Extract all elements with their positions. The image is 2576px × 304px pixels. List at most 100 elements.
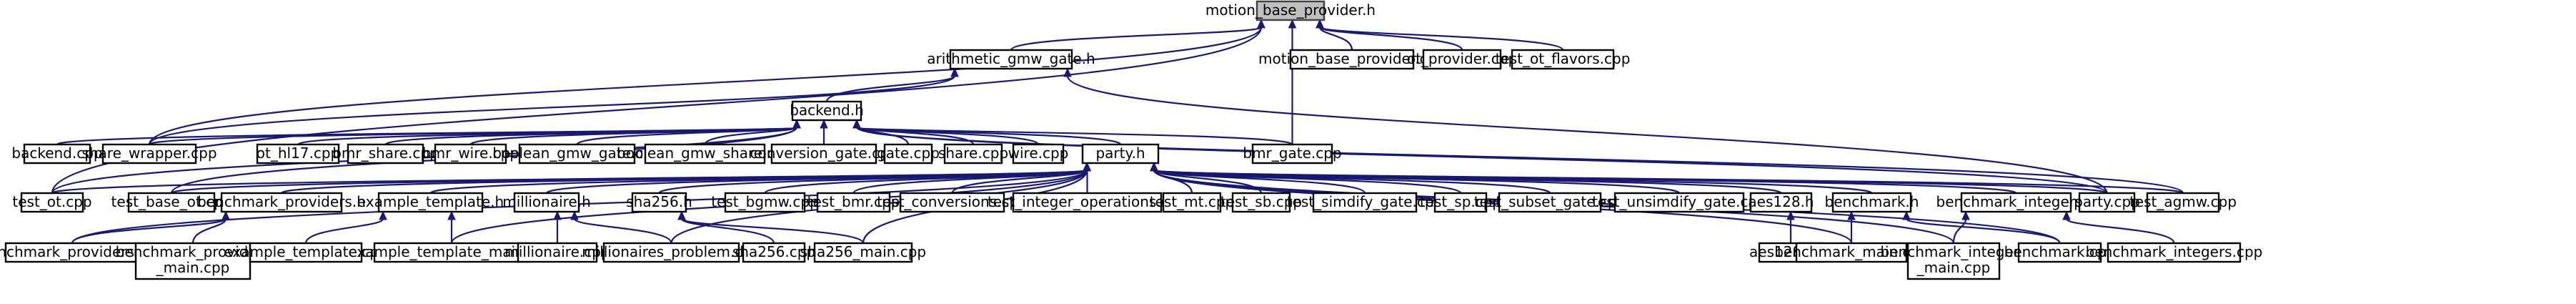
node-box [1498, 192, 1602, 213]
arrowhead [792, 119, 801, 129]
node-partycpp[interactable]: party.cpp [2074, 192, 2140, 213]
edge-mbp-tof [1318, 26, 1564, 52]
node-box [813, 242, 913, 263]
edge-sha-sham [680, 217, 865, 244]
node-box [1831, 192, 1912, 213]
node-bicpp[interactable]: benchmark_integers.cpp [2086, 242, 2263, 263]
node-tmt[interactable]: test_mt.cpp [1150, 192, 1234, 213]
node-box [742, 242, 806, 263]
node-tbmr[interactable]: test_bmr.cpp [807, 192, 900, 213]
node-testot[interactable]: test_ot.cpp [12, 192, 92, 213]
node-bgs[interactable]: boolean_gmw_share.cpp [617, 143, 793, 165]
node-bmrs[interactable]: bmr_share.cpp [332, 143, 439, 165]
node-label: test_simdify_gate.cpp [1287, 193, 1443, 210]
node-tagmw[interactable]: test_agmw.cpp [2129, 192, 2237, 213]
arrowhead [1786, 210, 1795, 220]
node-share[interactable]: share.cpp [938, 143, 1008, 165]
node-box [434, 143, 507, 165]
node-party[interactable]: party.h [1081, 143, 1160, 165]
node-bi[interactable]: benchmark_integers.h [1936, 192, 2097, 213]
node-box [1795, 242, 1908, 263]
node-box [631, 192, 687, 213]
node-otp[interactable]: ot_provider.cpp [1407, 49, 1517, 70]
arrowhead [677, 210, 686, 220]
node-tconv[interactable]: test_conversions.cpp [877, 192, 1028, 213]
node-box [1012, 192, 1163, 213]
node-bench[interactable]: benchmark.h [1825, 192, 1919, 213]
node-box [602, 242, 740, 263]
node-sham[interactable]: sha256_main.cpp [800, 242, 926, 263]
node-label: gate.cpp [877, 144, 940, 162]
node-box [513, 192, 580, 213]
node-label: bmr_wire.cpp [422, 144, 519, 162]
node-sw[interactable]: share_wrapper.cpp [81, 143, 217, 165]
node-label: benchmark.cpp [2004, 243, 2116, 260]
edge-party-tagmw [1153, 169, 2184, 195]
node-cg[interactable]: conversion_gate.cpp [750, 143, 898, 165]
node-tssg[interactable]: test_subset_gate.cpp [1474, 192, 1626, 213]
node-gate[interactable]: gate.cpp [877, 143, 940, 165]
node-sha[interactable]: sha256.h [626, 192, 692, 213]
node-tbo[interactable]: test_base_ot.cpp [111, 192, 232, 213]
node-tsp[interactable]: test_sp.cpp [1420, 192, 1501, 213]
node-box [256, 143, 340, 165]
node-box [2107, 242, 2242, 263]
node-et[interactable]: example_template.h [357, 192, 504, 213]
node-tio[interactable]: test_integer_operations.cpp [988, 192, 1187, 213]
node-etcpp[interactable]: example_template.cpp [224, 242, 388, 263]
node-wire[interactable]: wire.cpp [1008, 143, 1069, 165]
node-box [4, 242, 140, 263]
node-label: benchmark_integers.cpp [2086, 243, 2263, 260]
node-backendcpp[interactable]: backend.cpp [11, 143, 103, 165]
node-box [220, 192, 343, 213]
node-tof[interactable]: test_ot_flavors.cpp [1496, 49, 1631, 70]
node-label: benchmark_providers [116, 243, 271, 260]
node-box [20, 192, 84, 213]
node-box [816, 192, 891, 213]
node-label: ot_hl17.cpp [257, 144, 340, 162]
node-label: test_sb.cpp [1220, 193, 1302, 210]
arrowhead [1961, 210, 1970, 220]
edge-mil-mp [573, 217, 672, 244]
edge-backend-tagmw [855, 127, 2184, 194]
arrowhead [2062, 210, 2071, 220]
node-aes[interactable]: aes128.h [1748, 192, 1814, 213]
node-bgg[interactable]: boolean_gmw_gate.cpp [492, 143, 662, 165]
node-box [249, 242, 363, 263]
node-tsb[interactable]: test_sb.cpp [1220, 192, 1302, 213]
node-bmrg[interactable]: bmr_gate.cpp [1243, 143, 1342, 165]
arrowhead [950, 67, 959, 77]
edge-agg-backend [825, 74, 956, 102]
node-bim[interactable]: benchmark_integers_main.cpp [1881, 242, 2027, 280]
edge-backend-bgg [576, 126, 798, 146]
node-tbgmw[interactable]: test_bgmw.cpp [711, 192, 819, 213]
node-bmrw[interactable]: bmr_wire.cpp [422, 143, 519, 165]
node-mp[interactable]: millionaires_problem.cpp [582, 242, 761, 263]
node-box [899, 192, 1005, 213]
node-tsg[interactable]: test_simdify_gate.cpp [1287, 192, 1443, 213]
arrowhead [222, 210, 230, 220]
node-box [1906, 242, 2001, 280]
arrowhead [1847, 210, 1856, 220]
node-agg[interactable]: arithmetic_gmw_gate.h [927, 49, 1095, 70]
node-box [1289, 49, 1415, 70]
node-tug[interactable]: test_unsimdify_gate.cpp [1592, 192, 1766, 213]
node-mbpc[interactable]: motion_base_provider.cpp [1258, 49, 1446, 70]
node-label: test_bmr.cpp [807, 193, 900, 210]
node-bcpp[interactable]: benchmark.cpp [2004, 242, 2116, 263]
node-backend[interactable]: backend.h [790, 100, 864, 122]
edge-agg-partycpp [1066, 75, 2108, 194]
node-box [1433, 192, 1488, 213]
node-oth[interactable]: ot_hl17.cpp [256, 143, 340, 165]
node-bmain[interactable]: benchmark_main.cpp [1774, 242, 1929, 263]
node-bp[interactable]: benchmark_providers.h [197, 192, 366, 213]
node-box [2017, 242, 2102, 263]
node-label: millionaire.cpp [504, 243, 610, 260]
node-mil[interactable]: millionaire.h [502, 192, 591, 213]
edge-agg-sw [148, 75, 956, 145]
node-shacpp[interactable]: sha256.cpp [732, 242, 815, 263]
node-mbp[interactable]: motion_base_provider.h [1205, 0, 1376, 21]
edge-bp-bpcpp [71, 217, 227, 244]
node-label: test_conversions.cpp [877, 193, 1028, 210]
node-milcpp[interactable]: millionaire.cpp [504, 242, 610, 263]
